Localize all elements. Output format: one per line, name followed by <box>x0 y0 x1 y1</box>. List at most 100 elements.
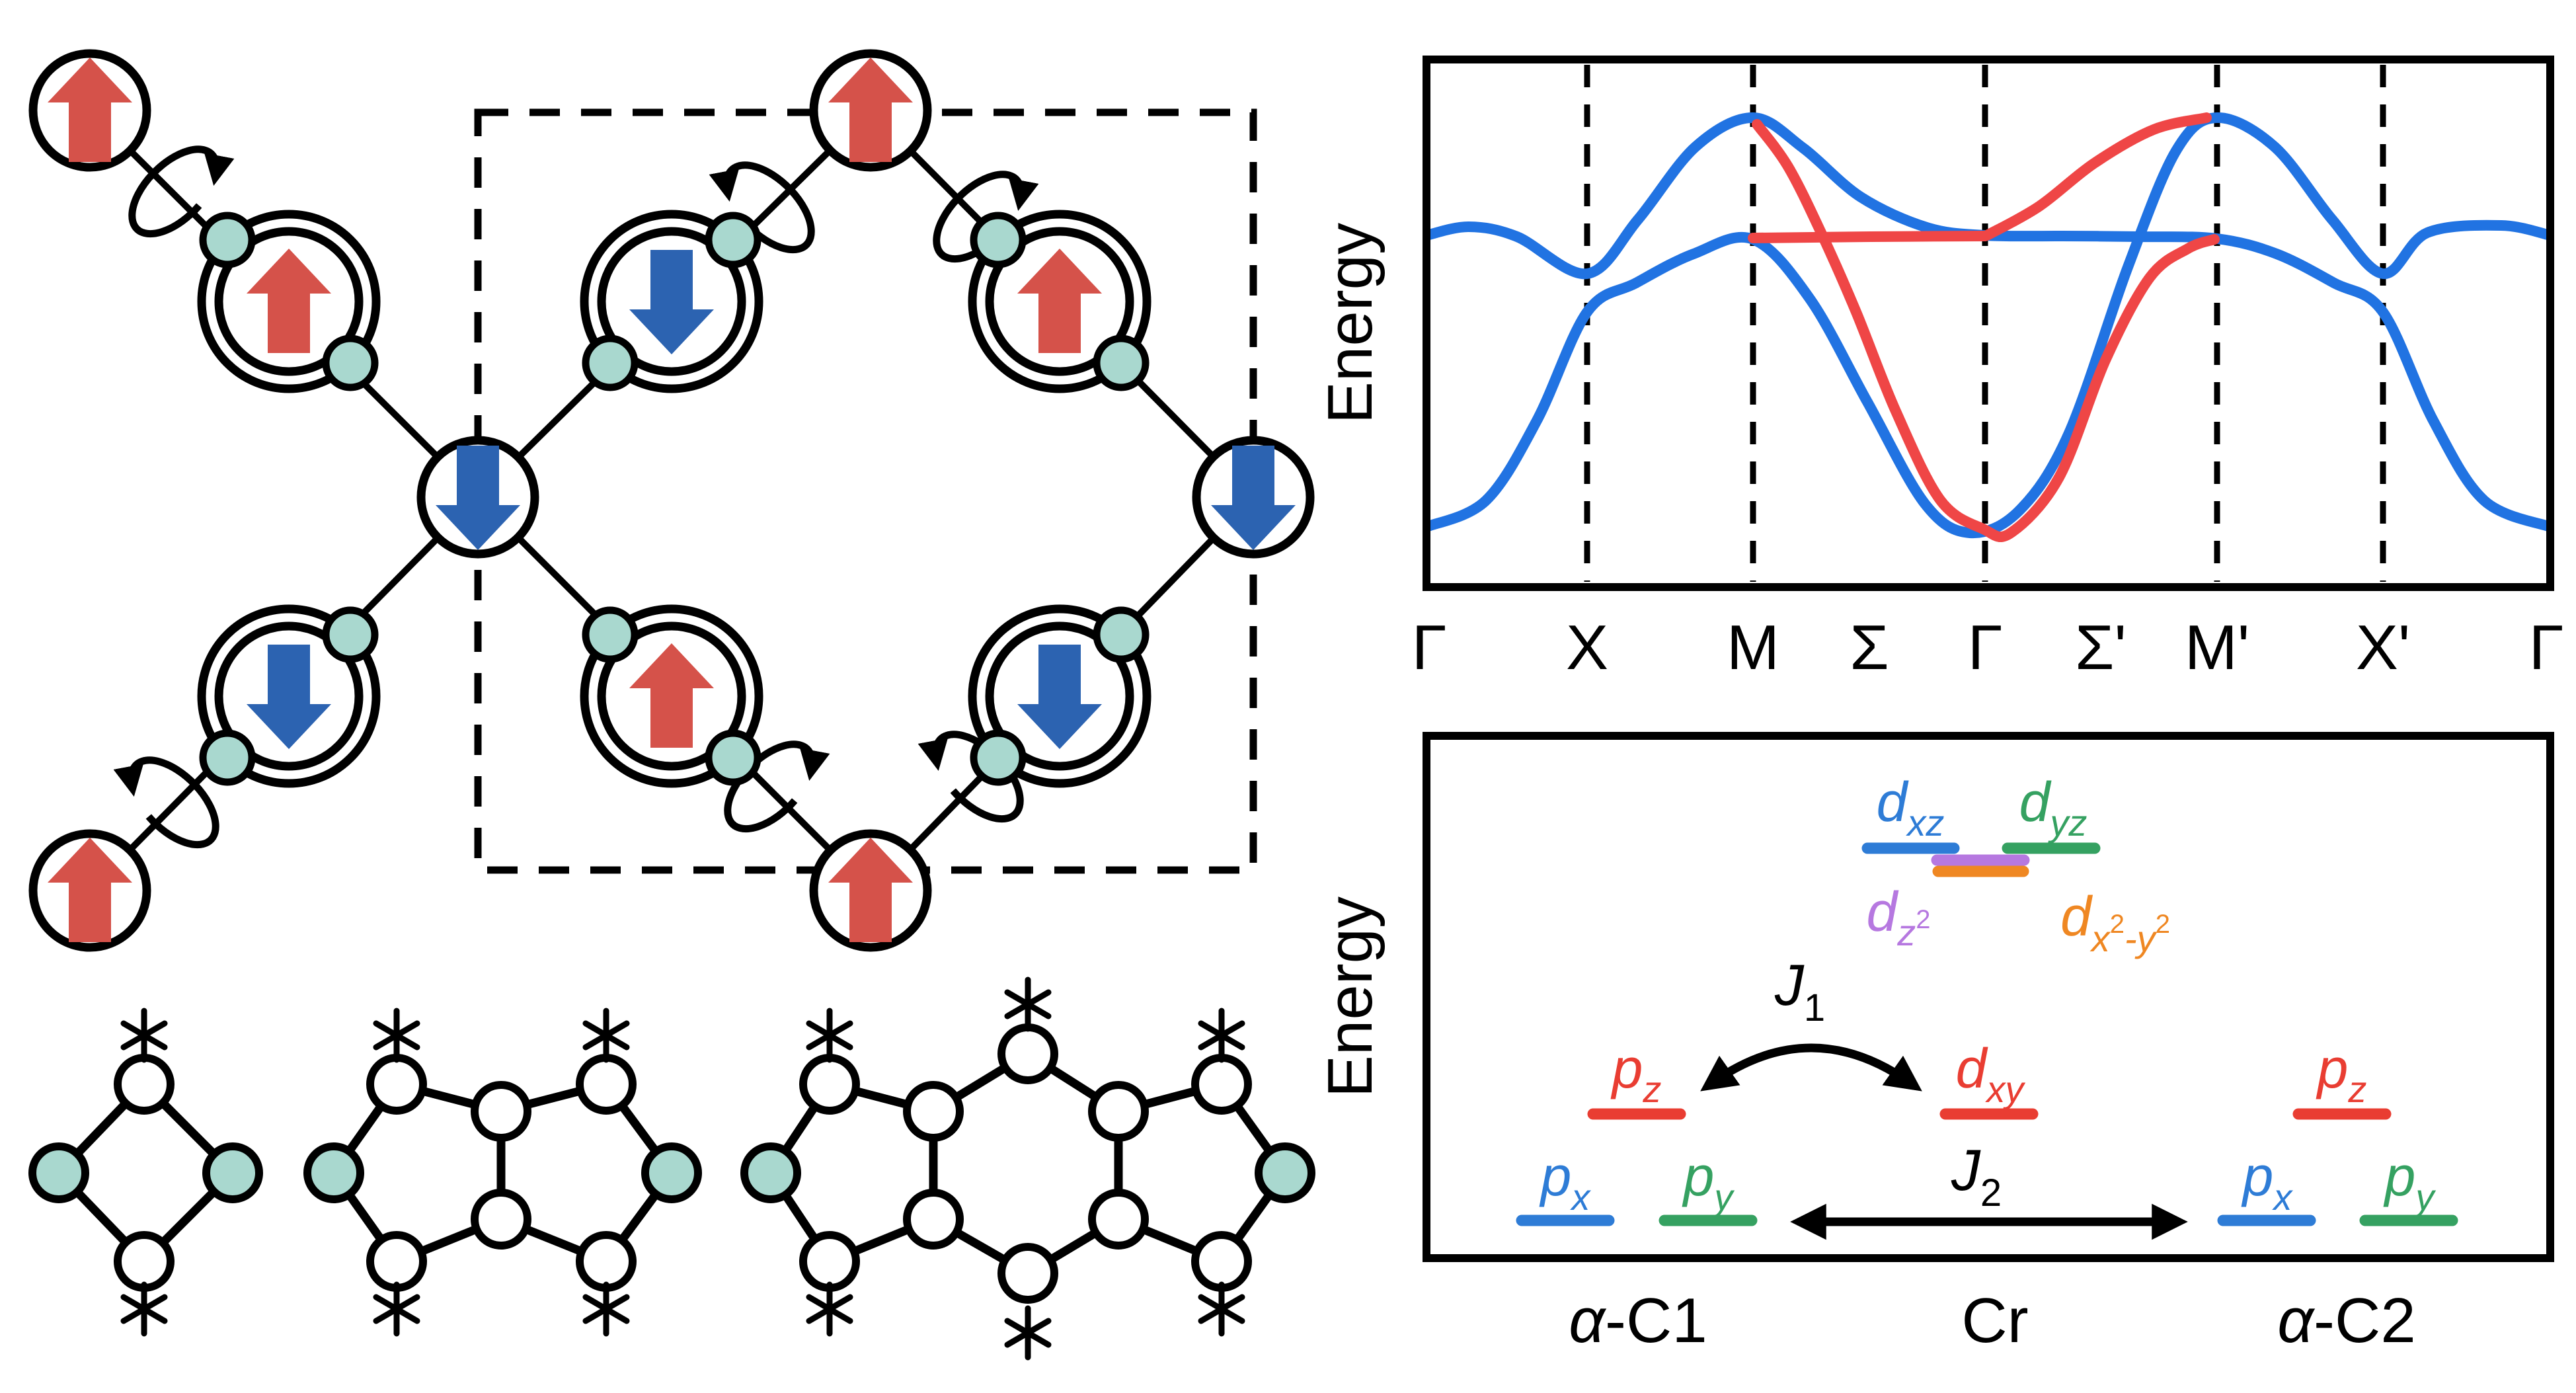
asterisk-stroke <box>120 1020 168 1051</box>
molecule-atom <box>366 1054 427 1115</box>
alpha-carbon-dot <box>582 335 639 391</box>
orbital-label: pz <box>2316 1037 2367 1110</box>
j1-label: J1 <box>1774 952 1825 1029</box>
molecule-atom <box>114 1054 175 1115</box>
rotation-arrow-icon <box>128 145 235 238</box>
site-label: Cr <box>1961 1285 2028 1356</box>
asterisk-stroke <box>1004 989 1052 1019</box>
molecule-atom <box>114 1231 175 1292</box>
k-point-label: X' <box>2356 612 2410 683</box>
rotation-arrow-icon <box>724 740 830 833</box>
alpha-carbon-dot <box>1093 335 1150 391</box>
spin-down-arrow-icon <box>436 446 520 550</box>
j1-exchange-arrow <box>1700 1043 1922 1092</box>
asterisk-stroke <box>806 1020 853 1051</box>
levels-frame <box>1423 732 2554 1262</box>
orbital-label: pz <box>1610 1037 1662 1110</box>
molecule-alpha-atom <box>740 1142 801 1203</box>
spin-down-arrow-icon <box>1017 645 1102 749</box>
asterisk-marker <box>373 1008 420 1063</box>
k-point-label: X <box>1566 612 1608 683</box>
orbital-label: dxy <box>1956 1037 2026 1110</box>
orbital-label: dxz <box>1877 771 1945 844</box>
site-label: α-C1 <box>1569 1285 1707 1356</box>
molecule-diagrams-panel <box>28 976 1315 1361</box>
band-curve-red <box>1748 231 1990 243</box>
asterisk-marker <box>582 1008 630 1063</box>
alpha-carbon-dot <box>705 729 761 786</box>
spin-lattice-panel <box>28 49 1315 952</box>
unit-cell-dashed-box <box>474 108 1257 874</box>
orbital-label: dx2-y2 <box>2060 885 2170 959</box>
molecule-atom <box>366 1231 427 1292</box>
j2-label: J2 <box>1951 1137 2002 1214</box>
orbital-label: py <box>1682 1145 1735 1218</box>
molecule-atom <box>576 1231 637 1292</box>
asterisk-stroke <box>1004 1318 1052 1348</box>
k-point-label: M <box>1727 612 1779 683</box>
molecule-alpha-atom <box>303 1142 364 1203</box>
asterisk-marker <box>373 1281 420 1337</box>
alpha-carbon-dot <box>705 212 761 268</box>
alpha-carbon-dot <box>1093 606 1150 663</box>
alpha-carbon-dot <box>322 606 379 663</box>
molecule-atom <box>903 1189 964 1250</box>
k-point-label: Σ' <box>2075 612 2127 683</box>
asterisk-marker <box>1198 1281 1245 1337</box>
rotation-arrow-icon <box>113 756 219 849</box>
molecule-atom <box>576 1054 637 1115</box>
asterisk-stroke <box>373 1294 420 1324</box>
orbital-label: py <box>2383 1145 2437 1218</box>
k-point-label: Γ <box>1412 612 1447 683</box>
spin-down-arrow-icon <box>247 645 331 749</box>
k-point-label: M' <box>2185 612 2249 683</box>
alpha-carbon-dot <box>322 335 379 391</box>
molecule-atom <box>997 1243 1058 1304</box>
band-plot-frame <box>1423 56 2554 591</box>
alpha-carbon-dot <box>970 212 1027 268</box>
orbital-label: dz2 <box>1867 881 1931 953</box>
k-point-label: Σ <box>1850 612 1889 683</box>
band-curve-red <box>1982 112 2212 241</box>
molecule-atom <box>997 1023 1058 1084</box>
molecule-atom <box>1191 1054 1252 1115</box>
molecule-atom <box>799 1231 860 1292</box>
asterisk-marker <box>120 1008 168 1063</box>
alpha-carbon-dot <box>199 212 256 268</box>
site-label: α-C2 <box>2277 1285 2415 1356</box>
asterisk-stroke <box>1198 1020 1245 1051</box>
molecule-atom <box>799 1054 860 1115</box>
band-curve-red <box>1752 119 2220 542</box>
alpha-carbon-dot <box>199 729 256 786</box>
energy-axis-label: Energy <box>1315 896 1386 1097</box>
molecule-atom <box>1191 1231 1252 1292</box>
asterisk-stroke <box>120 1294 168 1324</box>
asterisk-marker <box>1198 1008 1245 1063</box>
spin-up-arrow-icon <box>828 838 913 942</box>
molecule <box>28 1008 263 1337</box>
k-point-label: Γ <box>1968 612 2003 683</box>
spin-up-arrow-icon <box>48 58 132 162</box>
molecule-atom <box>471 1081 531 1142</box>
asterisk-stroke <box>582 1020 630 1051</box>
spin-up-arrow-icon <box>828 58 913 162</box>
molecule <box>303 1008 702 1337</box>
asterisk-marker <box>120 1281 168 1337</box>
molecule-atom <box>1088 1189 1149 1250</box>
asterisk-stroke <box>582 1294 630 1324</box>
energy-axis-label: Energy <box>1315 223 1386 424</box>
molecule-atom <box>903 1081 964 1142</box>
spin-down-arrow-icon <box>629 250 714 354</box>
k-point-label: Γ <box>2529 612 2564 683</box>
asterisk-marker <box>582 1281 630 1337</box>
asterisk-marker <box>806 1008 853 1063</box>
molecule <box>740 976 1315 1361</box>
molecule-alpha-atom <box>202 1142 263 1203</box>
orbital-label: px <box>2241 1145 2294 1218</box>
spin-up-arrow-icon <box>48 838 132 942</box>
rotation-arrow-icon <box>709 161 815 254</box>
alpha-carbon-dot <box>582 606 639 663</box>
orbital-label: px <box>1539 1145 1592 1218</box>
